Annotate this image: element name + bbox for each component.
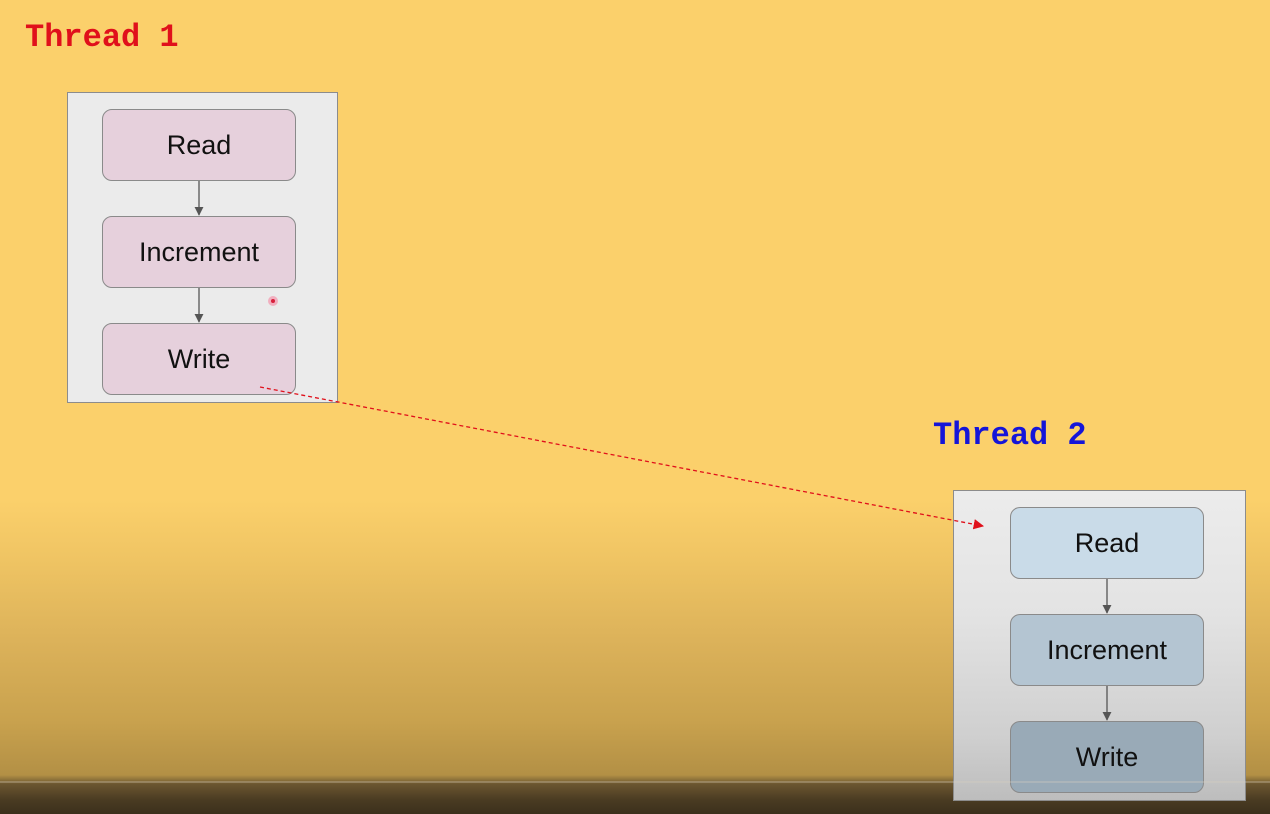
thread-2-read-step: Read — [1010, 507, 1204, 579]
thread-1-title: Thread 1 — [25, 19, 179, 56]
cursor-pointer-dot-center — [271, 299, 275, 303]
thread-1-increment-step: Increment — [102, 216, 296, 288]
thread-2-write-step: Write — [1010, 721, 1204, 793]
cross-thread-dashed-arrow — [259, 386, 985, 530]
thread-2-title: Thread 2 — [933, 417, 1087, 454]
thread-2-increment-step: Increment — [1010, 614, 1204, 686]
thread-1-read-step: Read — [102, 109, 296, 181]
thread-1-write-step: Write — [102, 323, 296, 395]
